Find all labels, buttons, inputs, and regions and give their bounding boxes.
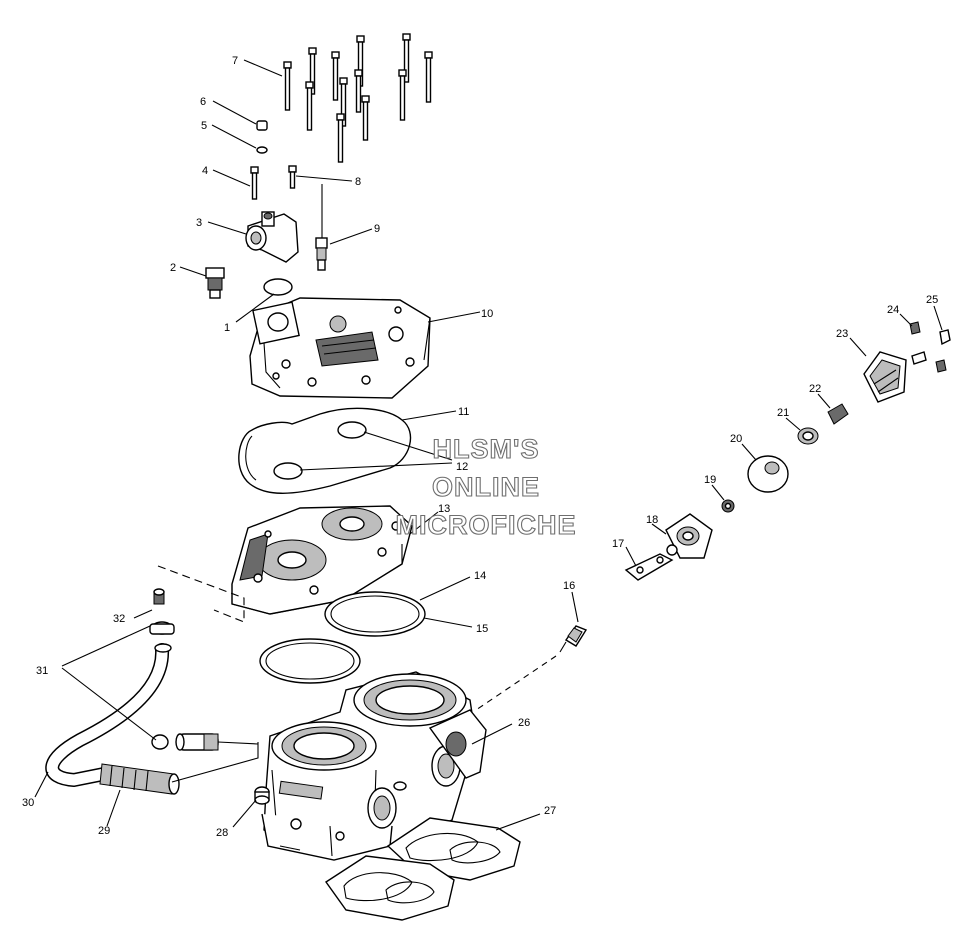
callout-18: 18	[646, 514, 658, 526]
watermark-line-1: HLSM'S	[433, 434, 540, 464]
temp-sender	[205, 267, 225, 299]
callout-26: 26	[518, 717, 530, 729]
small-hardware	[250, 120, 328, 271]
water-outlet-housing	[245, 211, 299, 263]
callout-5: 5	[201, 120, 207, 132]
callout-24: 24	[887, 304, 899, 316]
callout-23: 23	[836, 328, 848, 340]
drain-plug	[254, 786, 270, 805]
hose-fitting	[153, 588, 165, 605]
callout-13: 13	[438, 503, 450, 515]
watermark-line-2: ONLINE	[432, 472, 540, 502]
callout-25: 25	[926, 294, 938, 306]
cylinder-base-gaskets	[325, 817, 521, 921]
callout-22: 22	[809, 383, 821, 395]
callout-labels: 7 6 5 4 8 3 9 2 1 10 11 12 13 14 15 16 1…	[22, 55, 938, 839]
o-ring	[263, 278, 293, 296]
callout-31: 31	[36, 665, 48, 677]
watermark-line-3: MICROFICHE	[396, 510, 577, 540]
callout-12: 12	[456, 461, 468, 473]
callout-8: 8	[355, 176, 361, 188]
callout-11: 11	[458, 406, 469, 418]
callout-14: 14	[474, 570, 486, 582]
callout-27: 27	[544, 805, 556, 817]
callout-10: 10	[481, 308, 493, 320]
callout-1: 1	[224, 322, 230, 334]
head-gasket	[238, 407, 412, 494]
leader-lines	[34, 59, 943, 831]
callout-28: 28	[216, 827, 228, 839]
callout-3: 3	[196, 217, 202, 229]
callout-9: 9	[374, 223, 380, 235]
head-bolts	[283, 33, 433, 163]
bypass-hose	[45, 621, 219, 795]
exhaust-valve-assembly	[624, 321, 951, 581]
callout-2: 2	[170, 262, 176, 274]
callout-7: 7	[232, 55, 238, 67]
water-fitting	[475, 625, 588, 711]
cylinder-head	[231, 505, 413, 615]
callout-29: 29	[98, 825, 110, 837]
watermark: HLSM'S ONLINE MICROFICHE	[395, 433, 577, 540]
callout-20: 20	[730, 433, 742, 445]
callout-30: 30	[22, 797, 34, 809]
callout-6: 6	[200, 96, 206, 108]
base-gaskets	[259, 591, 426, 684]
cylinder-block	[261, 671, 487, 861]
callout-16: 16	[563, 580, 575, 592]
callout-15: 15	[476, 623, 488, 635]
callout-19: 19	[704, 474, 716, 486]
callout-21: 21	[777, 407, 789, 419]
callout-17: 17	[612, 538, 624, 550]
callout-32: 32	[113, 613, 125, 625]
cylinder-head-cover	[249, 297, 431, 399]
callout-4: 4	[202, 165, 208, 177]
